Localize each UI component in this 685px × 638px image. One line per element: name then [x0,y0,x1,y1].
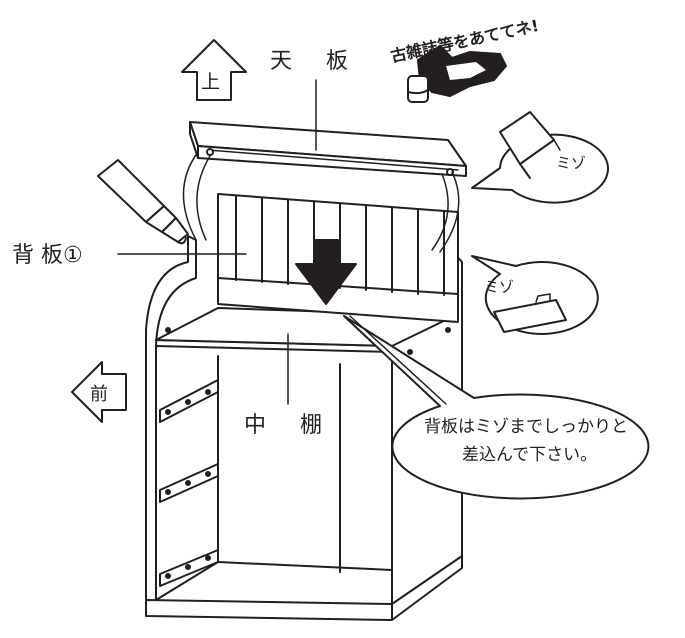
up-arrow-label: 上 [201,71,220,93]
down-arrow-icon [295,239,357,305]
label-back-board: 背 板① [12,243,83,268]
label-top-board: 天 板 [270,49,354,74]
guide-curve-left-inner [196,155,211,241]
stamp-hand-icon [407,26,510,106]
cabinet-body [145,235,463,621]
rail-upper [159,379,219,423]
guide-curve-left [182,151,199,241]
rail-lower [159,549,219,587]
groove-callout-top: ミゾ [471,111,609,204]
instruction-callout: 背板はミゾまでしっかりと 差込んで下さい。 [343,315,650,500]
guide-curve-right [439,171,460,253]
up-arrow-icon: 上 [181,39,247,101]
guide-curve-right-inner [431,173,449,251]
instruction-line1: 背板はミゾまでしっかりと [424,417,628,437]
groove-callout-side: ミゾ [471,255,599,335]
rail-middle [159,463,219,503]
label-middle-shelf: 中 棚 [244,413,328,438]
glue-bottle-icon [97,159,189,245]
groove-label-side: ミゾ [484,278,514,296]
front-arrow-icon: 前 [71,361,127,423]
top-board [189,121,467,177]
front-arrow-label: 前 [90,384,108,405]
instruction-line2: 差込んで下さい。 [462,445,597,465]
groove-label-top: ミゾ [556,154,586,172]
